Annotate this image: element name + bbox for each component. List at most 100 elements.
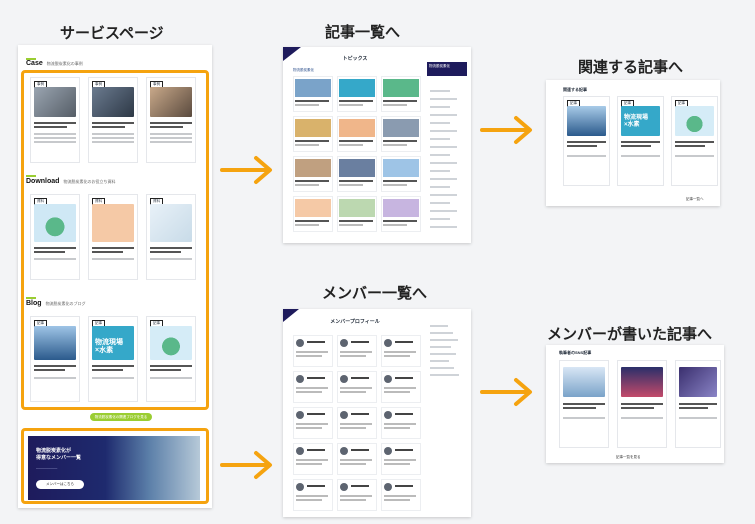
article-thumb-line: [295, 104, 319, 106]
article-thumb-line: [295, 140, 329, 142]
member-avatar: [340, 447, 348, 455]
members-banner[interactable]: 物流脱炭素化が 得意なメンバー一覧 ────────── メンバーはこちら: [28, 436, 200, 500]
member-text-line: [340, 387, 372, 389]
download-accent: [26, 175, 36, 177]
article-thumb-line: [339, 220, 373, 222]
article-thumb-line: [339, 100, 373, 102]
member-text-line: [296, 355, 322, 357]
member-name-line: [307, 485, 325, 487]
member-name-line: [307, 377, 325, 379]
article-thumb-image: [383, 199, 419, 217]
blog-card-3[interactable]: 記事: [146, 316, 196, 402]
article-thumb-line: [383, 220, 417, 222]
sidebar-line: [430, 374, 459, 376]
member-text-line: [384, 391, 410, 393]
sidebar-line: [430, 122, 450, 124]
member-text-line: [340, 495, 372, 497]
related-card-2[interactable]: 記事物流現場×水素: [617, 96, 664, 186]
member-name-line: [395, 377, 413, 379]
member-avatar: [296, 375, 304, 383]
article-thumb-image: [295, 199, 331, 217]
case-card-1[interactable]: 事例: [30, 77, 80, 163]
article-thumb-image: [383, 79, 419, 97]
article-thumb-line: [383, 180, 417, 182]
article-thumb-line: [339, 140, 373, 142]
case-card-3[interactable]: 事例: [146, 77, 196, 163]
sidebar-line: [430, 130, 457, 132]
sidebar-line: [430, 332, 453, 334]
member-text-line: [296, 499, 322, 501]
member-text-line: [296, 459, 328, 461]
member-name-line: [307, 341, 325, 343]
article-thumb-image: [339, 119, 375, 137]
arrow-to-member-articles-icon: [480, 378, 532, 406]
article-thumb-line: [295, 144, 319, 146]
article-thumb-image: [295, 159, 331, 177]
download-card-2[interactable]: 資料: [88, 194, 138, 280]
member-article-card-1[interactable]: [559, 360, 609, 448]
download-card-3[interactable]: 資料: [146, 194, 196, 280]
article-thumb-line: [295, 100, 329, 102]
member-text-line: [384, 495, 416, 497]
highlight-articles: [21, 70, 209, 410]
sidebar-line: [430, 138, 450, 140]
sidebar-line: [430, 170, 450, 172]
member-avatar: [296, 483, 304, 491]
article-thumb-image: [339, 199, 375, 217]
sidebar-line: [430, 106, 450, 108]
member-text-line: [340, 459, 372, 461]
sidebar-line: [430, 114, 457, 116]
sidebar-line: [430, 146, 457, 148]
member-article-card-3[interactable]: [675, 360, 721, 448]
sidebar-line: [430, 325, 448, 327]
article-thumb-line: [339, 104, 363, 106]
members-page-title: メンバープロフィール: [330, 319, 380, 325]
title-members: メンバー一覧へ: [322, 285, 428, 302]
member-text-line: [384, 499, 410, 501]
blog-card-1[interactable]: 記事: [30, 316, 80, 402]
member-name-line: [395, 485, 413, 487]
title-articles: 記事一覧へ: [325, 24, 401, 41]
sidebar-line: [430, 346, 451, 348]
member-text-line: [296, 427, 322, 429]
sidebar-line: [430, 98, 457, 100]
article-thumb-line: [383, 140, 417, 142]
download-card-1[interactable]: 資料: [30, 194, 80, 280]
banner-button[interactable]: メンバーはこちら: [36, 480, 84, 489]
more-blog-button[interactable]: 物流脱炭素化の関連ブログを見る: [90, 413, 152, 421]
member-avatar: [296, 447, 304, 455]
sidebar-line: [430, 194, 457, 196]
member-text-line: [384, 459, 416, 461]
member-name-line: [351, 413, 369, 415]
blog-card-2[interactable]: 記事物流現場×水素: [88, 316, 138, 402]
article-thumb-line: [295, 220, 329, 222]
article-thumb-line: [383, 184, 407, 186]
member-text-line: [384, 387, 416, 389]
case-card-2[interactable]: 事例: [88, 77, 138, 163]
article-thumb-image: [295, 79, 331, 97]
related-card-1[interactable]: 記事: [563, 96, 610, 186]
corner-triangle-icon-2: [283, 309, 299, 322]
related-more-link[interactable]: 記事一覧へ: [686, 197, 704, 201]
member-avatar: [296, 339, 304, 347]
sidebar-line: [430, 154, 450, 156]
member-name-line: [351, 377, 369, 379]
member-articles-more-link[interactable]: 記事一覧を見る: [616, 455, 641, 459]
sidebar-line: [430, 178, 457, 180]
member-text-line: [296, 351, 328, 353]
articles-page-badge: 物流脱炭素化: [427, 62, 467, 76]
article-thumb-line: [339, 180, 373, 182]
member-article-card-2[interactable]: [617, 360, 667, 448]
title-related: 関連する記事へ: [578, 59, 684, 76]
related-card-3[interactable]: 記事: [671, 96, 718, 186]
member-text-line: [384, 355, 410, 357]
member-text-line: [340, 351, 372, 353]
sidebar-line: [430, 186, 450, 188]
member-articles-heading: 執筆者のSNS記事: [559, 350, 592, 355]
sidebar-line: [430, 353, 456, 355]
article-thumb-line: [295, 180, 329, 182]
member-text-line: [296, 463, 322, 465]
